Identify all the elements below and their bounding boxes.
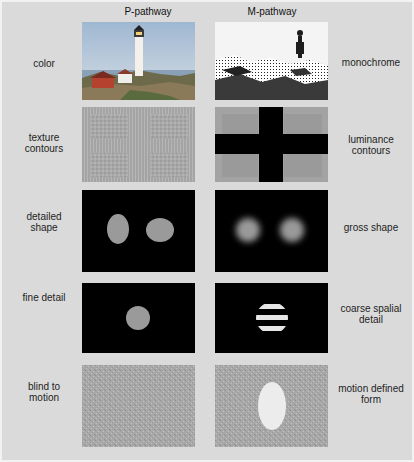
- texture-contours-panel: [82, 107, 195, 182]
- row-label: fine detail: [10, 292, 78, 304]
- row-label: detailed shape: [16, 211, 72, 234]
- monochrome-photo: [215, 22, 328, 100]
- detailed-shape-panel: [82, 190, 195, 272]
- blind-to-motion-panel: [82, 365, 195, 447]
- row-label: luminance contours: [339, 134, 403, 157]
- coarse-detail-panel: [215, 283, 328, 353]
- luminance-contours-panel: [215, 107, 328, 182]
- row-label: texture contours: [16, 132, 72, 155]
- row-label: motion defined form: [336, 383, 406, 406]
- motion-form-panel: [215, 365, 328, 447]
- column-heading: P-pathway: [98, 6, 198, 18]
- lighthouse-photo: [82, 22, 195, 100]
- gross-shape-panel: [215, 190, 328, 272]
- fine-detail-panel: [82, 283, 195, 353]
- row-label: blind to motion: [16, 381, 72, 404]
- column-heading: M-pathway: [222, 6, 322, 18]
- row-label: monochrome: [334, 57, 408, 69]
- row-label: color: [10, 58, 78, 70]
- row-label: coarse spalial detail: [334, 303, 408, 326]
- row-label: gross shape: [343, 222, 399, 234]
